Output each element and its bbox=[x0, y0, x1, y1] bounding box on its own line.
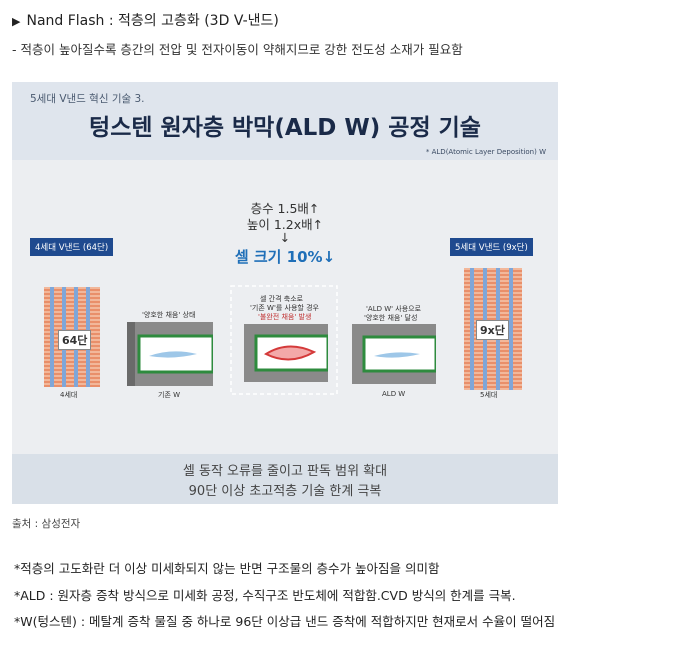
mid1-label: 기존 W bbox=[158, 391, 181, 399]
footnote-2: *ALD : 원자층 증착 방식으로 미세화 공정, 수직구조 반도체에 적합함… bbox=[14, 588, 516, 603]
stat-height: 높이 1.2x배↑ bbox=[246, 217, 324, 232]
stack-label-9x: 9x단 bbox=[476, 320, 509, 340]
section-heading: ▶ Nand Flash : 적층의 고층화 (3D V-낸드) bbox=[12, 10, 279, 30]
mid3-caption-2: '양호한 채움' 달성 bbox=[364, 314, 418, 322]
figure-header-band bbox=[12, 82, 558, 160]
caption-5th-gen: 5세대 bbox=[480, 391, 498, 399]
dashed-highlight-frame bbox=[230, 285, 338, 395]
down-arrow-icon: ↓ bbox=[279, 230, 291, 245]
stat-cell-size: 셀 크기 10%↓ bbox=[234, 248, 336, 266]
triangle-bullet-icon: ▶ bbox=[12, 15, 21, 28]
heading-text: Nand Flash : 적층의 고층화 (3D V-낸드) bbox=[26, 13, 279, 29]
figure-note: * ALD(Atomic Layer Deposition) W bbox=[425, 148, 546, 156]
mid2-caption-1: 셀 간격 축소로 bbox=[260, 295, 304, 303]
mid2-caption-3: '불완전 채움' 발생 bbox=[258, 313, 312, 321]
section-description: - 적층이 높아질수록 층간의 전압 및 전자이동이 약해지므로 강한 전도성 … bbox=[12, 42, 463, 57]
footnote-1: *적층의 고도화란 더 이상 미세화되지 않는 반면 구조물의 층수가 높아짐을… bbox=[14, 561, 440, 576]
figure-kicker: 5세대 V낸드 혁신 기술 3. bbox=[30, 93, 145, 105]
figure-bottom-line1: 셀 동작 오류를 줄이고 판독 범위 확대 bbox=[182, 464, 388, 479]
figure-title: 텅스텐 원자층 박막(ALD W) 공정 기술 bbox=[89, 115, 481, 141]
mid3-label: ALD W bbox=[382, 390, 406, 398]
caption-4th-gen: 4세대 bbox=[60, 391, 78, 399]
figure-footer-band bbox=[12, 454, 558, 504]
badge-5th-gen: 5세대 V낸드 (9x단) bbox=[450, 238, 533, 256]
ald-w-figure: 5세대 V낸드 혁신 기술 3. 텅스텐 원자층 박막(ALD W) 공정 기술… bbox=[12, 82, 558, 504]
figure-bottom-line2: 90단 이상 초고적층 기술 한계 극복 bbox=[188, 484, 382, 499]
footnote-3: *W(텅스텐) : 메탈계 증착 물질 중 하나로 96단 이상급 낸드 증착에… bbox=[14, 614, 556, 629]
cross-section-incomplete-fill bbox=[244, 324, 328, 382]
cross-section-ald-w bbox=[352, 324, 436, 384]
mid2-caption-2: '기존 W'를 사용할 경우 bbox=[250, 304, 319, 312]
cross-section-conventional-w bbox=[127, 322, 213, 386]
stat-layers: 층수 1.5배↑ bbox=[250, 201, 320, 216]
source-credit: 출처 : 삼성전자 bbox=[12, 518, 81, 530]
mid3-caption-1: 'ALD W' 사용으로 bbox=[366, 305, 422, 313]
mid1-caption: '양호한 채움' 상태 bbox=[142, 311, 196, 319]
badge-4th-gen: 4세대 V낸드 (64단) bbox=[30, 238, 114, 256]
stack-label-64: 64단 bbox=[58, 330, 92, 350]
